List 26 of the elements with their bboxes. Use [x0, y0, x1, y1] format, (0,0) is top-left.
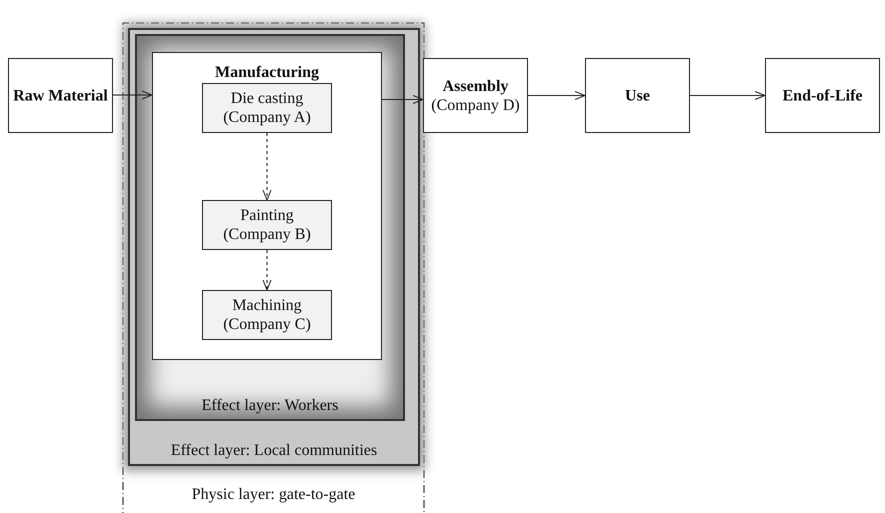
arrow	[528, 91, 586, 100]
layer-label: Effect layer: Workers	[200, 396, 340, 415]
step-label: Painting (Company B)	[222, 206, 312, 244]
step-box	[585, 58, 690, 133]
step-box	[765, 58, 880, 133]
step-box	[423, 58, 528, 133]
process-box	[202, 200, 332, 250]
process-box	[202, 83, 332, 133]
step-label: Use	[624, 86, 651, 105]
step-box	[8, 58, 113, 133]
layer-box	[135, 34, 405, 421]
arrow	[112, 90, 152, 100]
process-box	[152, 52, 382, 360]
layer-label: Effect layer: Local communities	[170, 441, 378, 460]
step-label: End-of-Life	[782, 86, 864, 105]
step-label: Machining (Company C)	[222, 296, 312, 334]
step-label: Manufacturing	[214, 63, 320, 82]
step-label: Assembly (Company D)	[430, 76, 521, 114]
step-label: Die casting (Company A)	[222, 89, 312, 127]
arrow	[262, 132, 272, 200]
layer-label: Physic layer: gate-to-gate	[190, 485, 356, 504]
arrow	[690, 91, 766, 100]
arrow	[262, 250, 272, 290]
arrow	[382, 95, 424, 104]
process-box	[202, 290, 332, 340]
step-label: Raw Material	[13, 86, 108, 105]
